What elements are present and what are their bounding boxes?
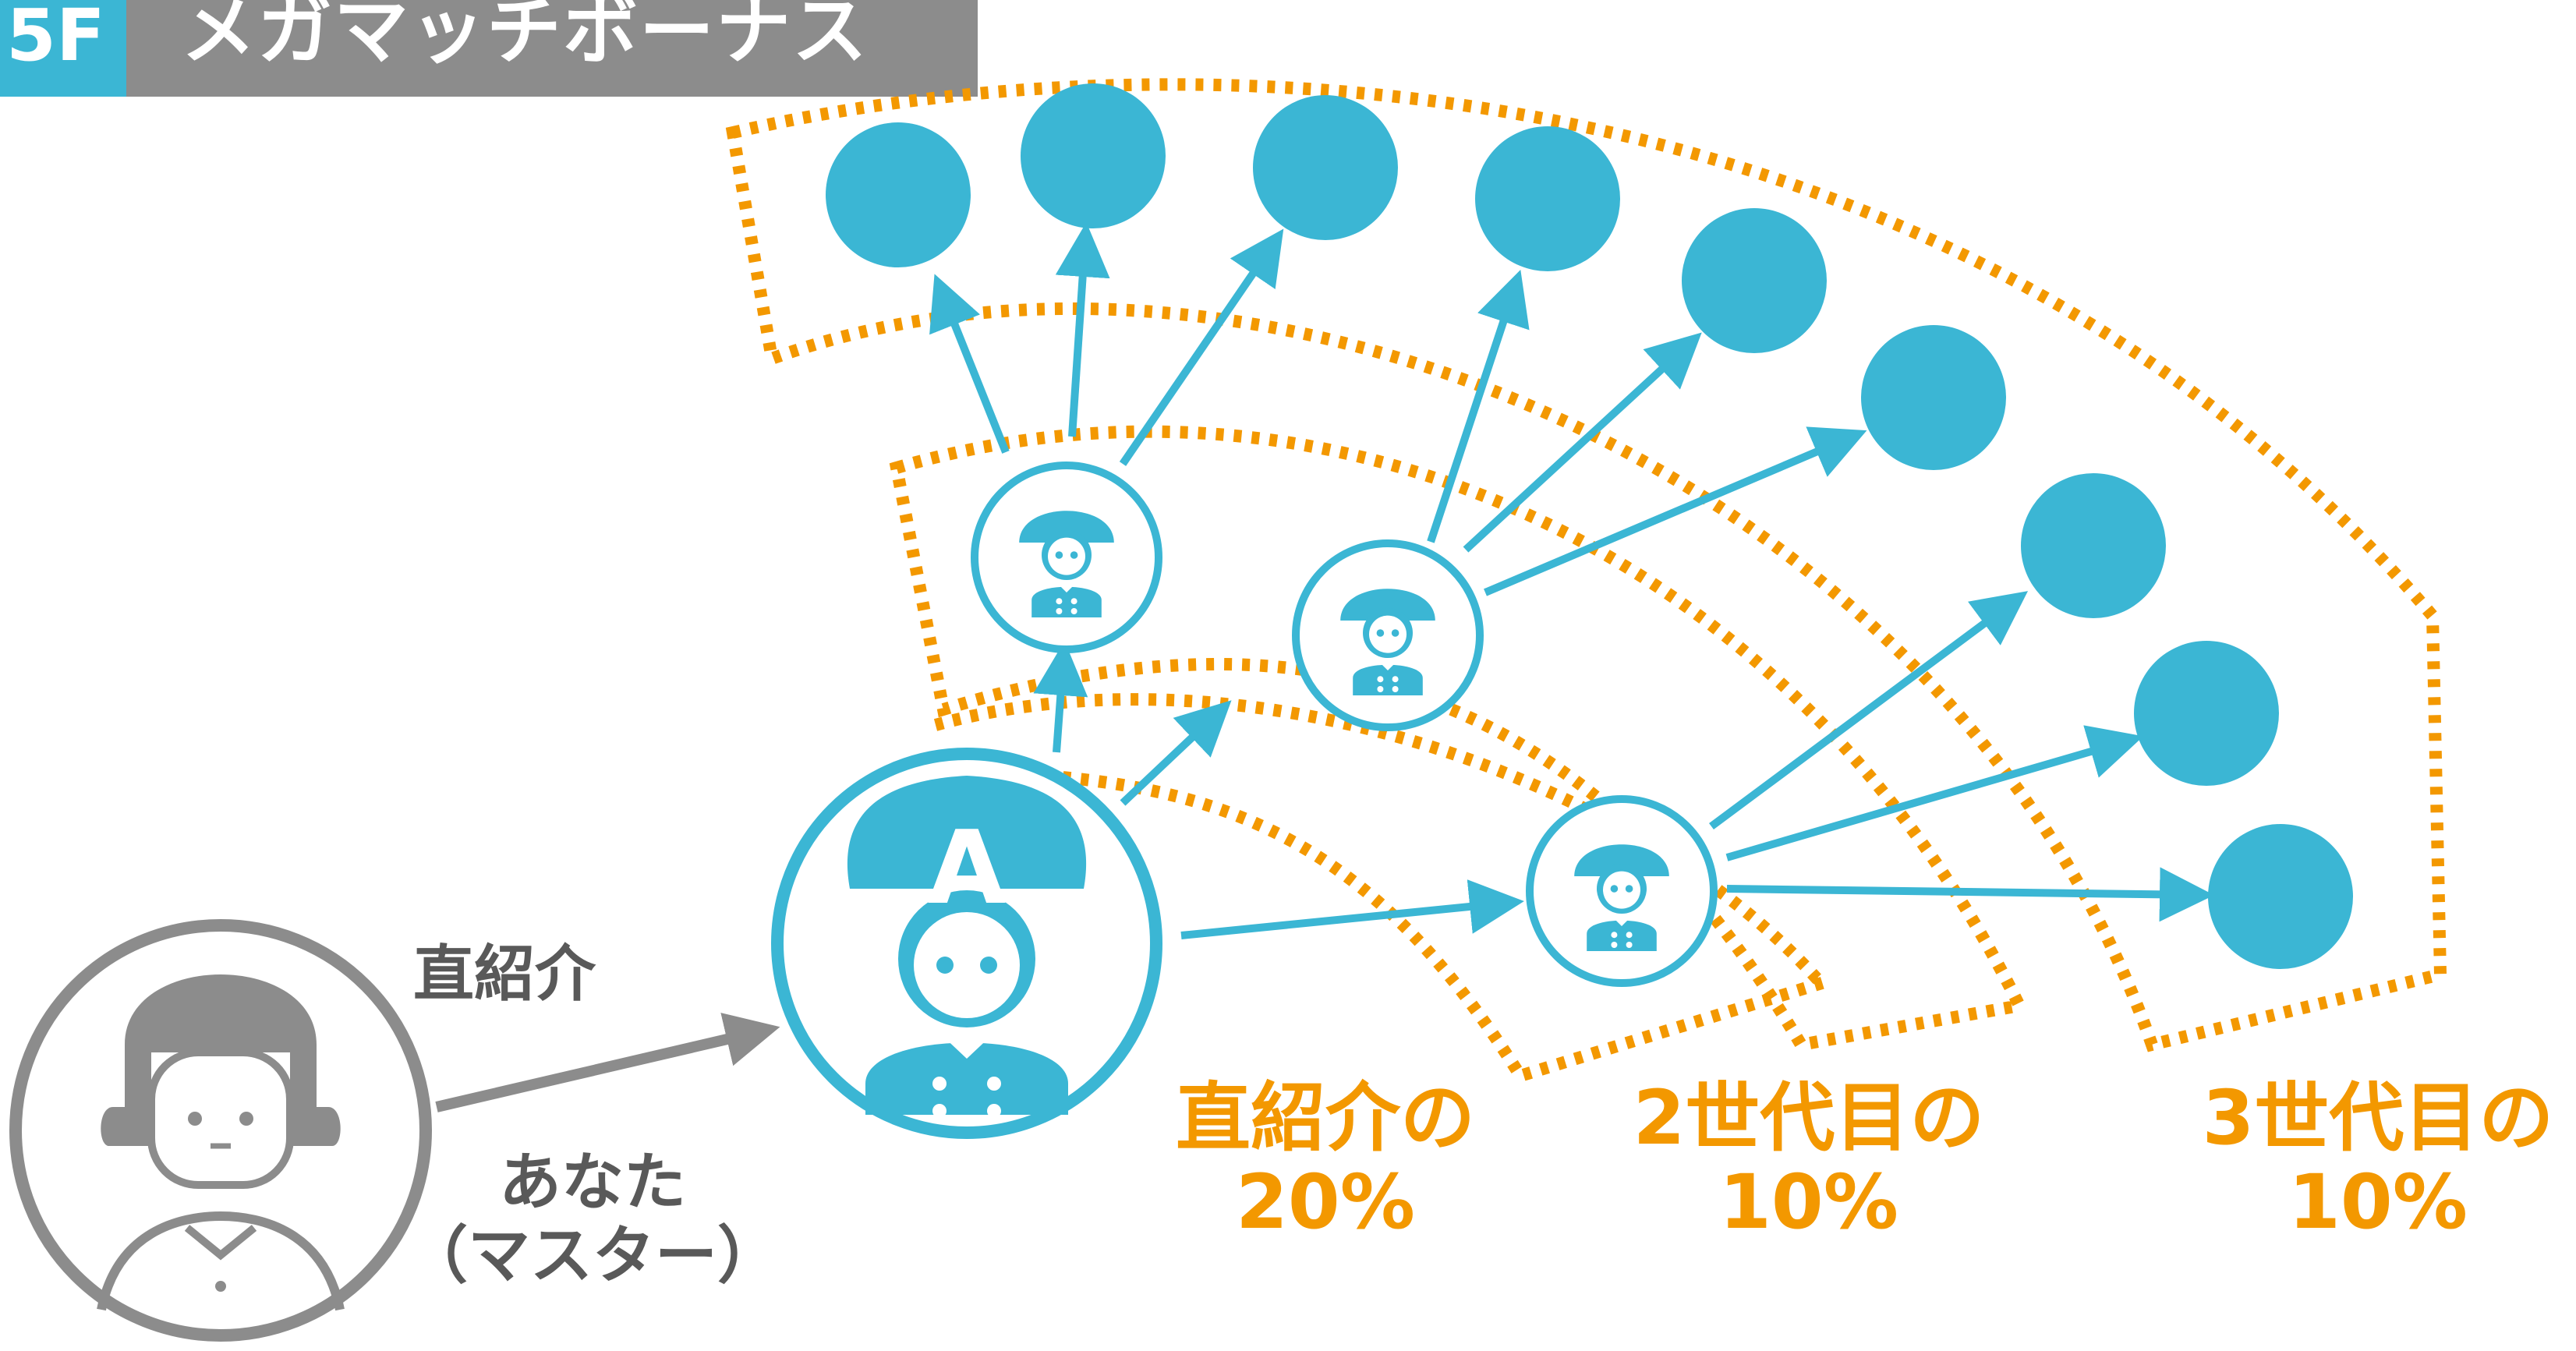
tier1-label-line2: 20% [1236, 1158, 1415, 1246]
tier1-boundary [933, 693, 1842, 1084]
tier3-boundary [725, 78, 2447, 1052]
you-label-line2: （マスター） [405, 1219, 780, 1292]
tier1-label: 直紹介の 20% [1146, 1076, 1505, 1244]
node-gen3-9 [2208, 824, 2353, 969]
tier2-label-line1: 2世代目の [1633, 1074, 1985, 1162]
arrow-c2-to-n6 [1484, 426, 1867, 596]
arrow-c2-to-n4 [1427, 270, 1530, 543]
arrow-a-to-c3 [1180, 879, 1524, 939]
arrow-c1-to-n3 [1119, 228, 1284, 466]
captain-person-icon [847, 776, 1087, 1118]
section-number: 5F [0, 0, 126, 97]
you-master [9, 919, 432, 1342]
tier3-label-line2: 10% [2288, 1158, 2468, 1246]
direct-referral-label: 直紹介 [413, 939, 596, 1010]
tier3-label-line1: 3世代目の [2202, 1074, 2554, 1162]
tier1-label-line1: 直紹介の [1176, 1074, 1475, 1162]
you-label: あなた （マスター） [398, 1146, 787, 1293]
node-gen3-3 [1253, 95, 1398, 240]
node-gen3-4 [1475, 126, 1620, 271]
arrow-c1-to-n1 [929, 274, 1010, 454]
arrow-c3-to-n7 [1709, 591, 2029, 830]
direct-referral-a: A [771, 748, 1162, 1139]
node-gen3-6 [1861, 325, 2006, 470]
tier2-label: 2世代目の 10% [1629, 1076, 1988, 1244]
arrow-a-to-c1 [1033, 641, 1088, 753]
girl-person-icon [97, 974, 345, 1311]
tier2-label-line2: 10% [1719, 1158, 1898, 1246]
arrow-c1-to-n2 [1055, 222, 1110, 437]
arrow-c3-to-n9 [1726, 867, 2214, 922]
arrow-a-to-c2 [1120, 700, 1232, 806]
section-title: メガマッチボーナス [126, 0, 978, 97]
avatar-letter: A [928, 808, 1007, 927]
node-gen3-1 [826, 122, 971, 267]
node-gen3-7 [2021, 473, 2166, 618]
child-person-2 [1292, 539, 1484, 731]
node-gen3-8 [2134, 641, 2279, 786]
arrow-c2-to-n5 [1463, 332, 1702, 553]
child-person-1 [971, 462, 1162, 653]
arrow-c3-to-n8 [1725, 725, 2144, 861]
node-gen3-2 [1021, 83, 1166, 228]
node-gen3-5 [1682, 208, 1827, 353]
tier3-label: 3世代目の 10% [2199, 1076, 2557, 1244]
you-label-line1: あなた [499, 1146, 686, 1218]
child-person-3 [1526, 795, 1718, 987]
arrow-you-to-a [435, 1013, 780, 1112]
